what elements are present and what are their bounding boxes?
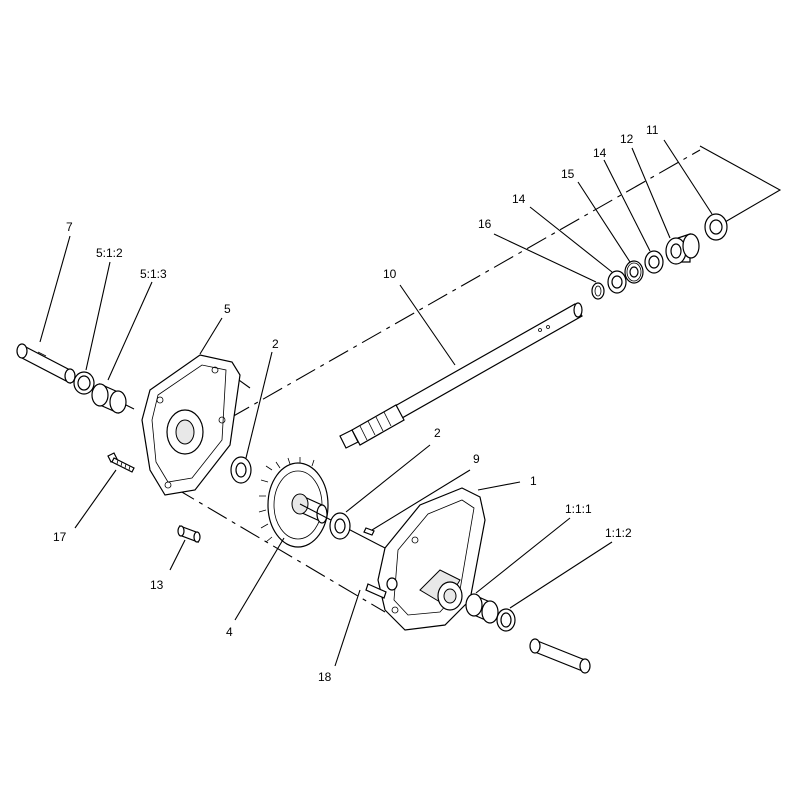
part-7-pin <box>16 343 76 384</box>
callout-11: 11 <box>646 123 659 137</box>
part-15-thrust-bearing <box>624 260 644 284</box>
callout-2-left: 2 <box>272 337 279 351</box>
callout-5: 5 <box>224 302 231 316</box>
callout-1: 1 <box>530 474 537 488</box>
callout-18: 18 <box>318 670 332 684</box>
part-5-1-2-ring <box>73 371 95 395</box>
part-13-dowel-pin <box>177 525 201 543</box>
callout-5-1-3: 5:1:3 <box>140 267 167 281</box>
callout-17: 17 <box>53 530 67 544</box>
callout-4: 4 <box>226 625 233 639</box>
axis-line-upper <box>229 149 701 419</box>
part-5-1-3-bushing <box>91 383 135 414</box>
callout-16: 16 <box>478 217 492 231</box>
part-17-screw <box>107 452 135 473</box>
callout-1-1-2: 1:1:2 <box>605 526 632 540</box>
callout-13: 13 <box>150 578 164 592</box>
callout-7: 7 <box>66 220 73 234</box>
part-16-retaining-ring <box>591 282 605 300</box>
callout-15: 15 <box>561 167 575 181</box>
part-4-worm-gear <box>258 457 386 549</box>
part-12-flange-bushing <box>665 233 700 265</box>
callout-14-b: 14 <box>593 146 607 160</box>
callout-10: 10 <box>383 267 397 281</box>
part-2-washer-right <box>329 512 351 540</box>
part-18-fitting <box>365 577 398 599</box>
part-9-key <box>363 527 375 536</box>
part-14-washer-b <box>644 250 664 274</box>
part-11-seal <box>704 213 728 241</box>
part-14-washer-a <box>607 270 627 294</box>
callout-14-a: 14 <box>512 192 526 206</box>
callout-12: 12 <box>620 132 634 146</box>
part-5-housing-plate <box>141 354 241 496</box>
right-shaft-pin <box>529 638 591 674</box>
callout-9: 9 <box>473 452 480 466</box>
callout-1-1-1: 1:1:1 <box>565 502 592 516</box>
callout-5-1-2: 5:1:2 <box>96 246 123 260</box>
part-2-washer-left <box>230 456 252 484</box>
callout-2-right: 2 <box>434 426 441 440</box>
leader-lines <box>39 139 713 667</box>
bracket-upper <box>699 145 782 223</box>
part-1-1-2-ring <box>496 608 516 632</box>
axis-line-lower <box>174 487 386 613</box>
part-10-worm-shaft <box>339 302 583 449</box>
part-1-1-1-bushing <box>465 593 499 624</box>
part-1-gearbox-housing <box>377 487 486 631</box>
